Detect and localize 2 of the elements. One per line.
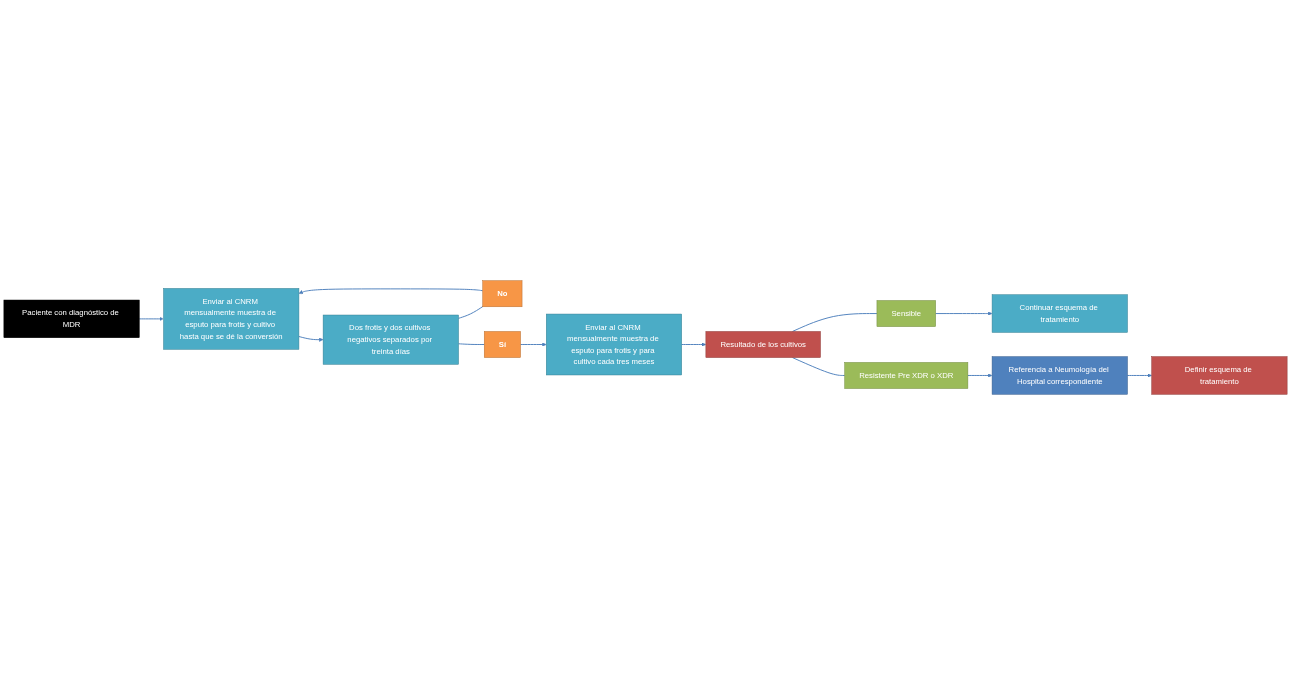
connector [458, 343, 485, 345]
connector [458, 306, 484, 319]
